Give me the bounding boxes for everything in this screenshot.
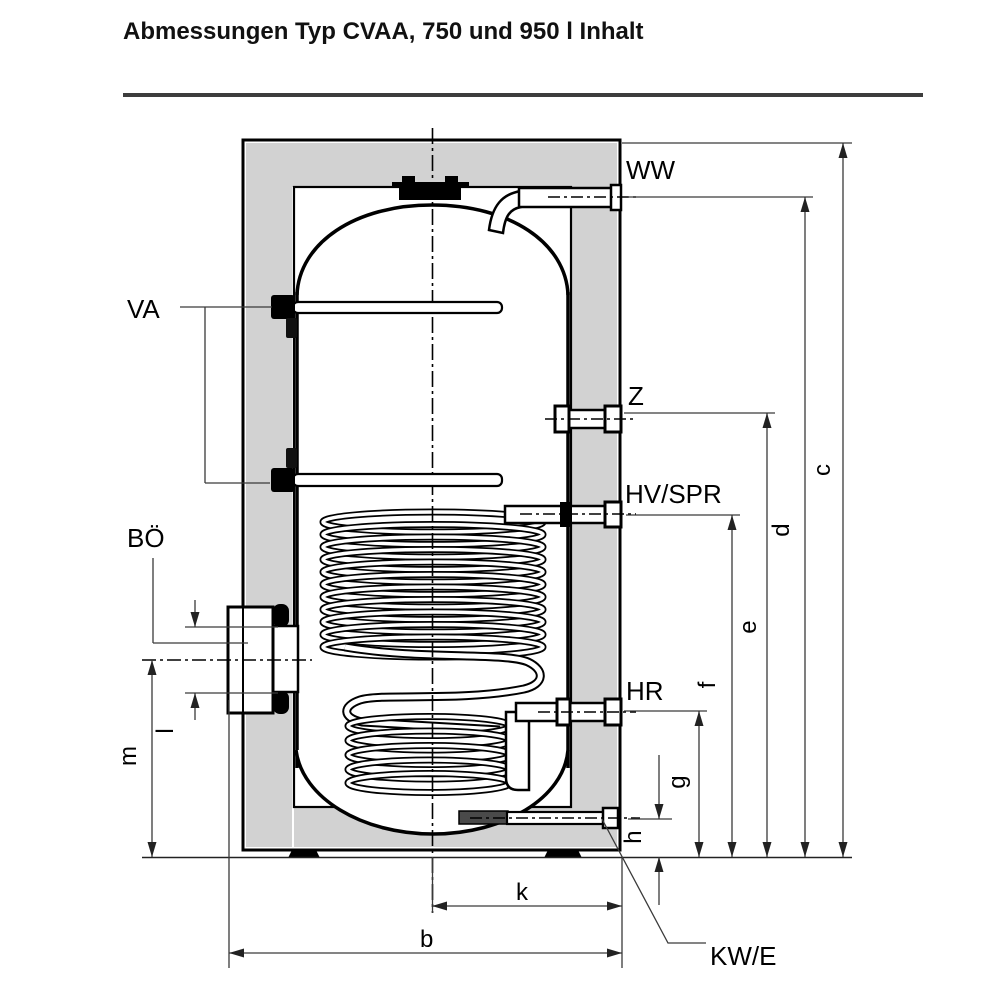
hr-pipe <box>514 697 636 727</box>
connection-labels: WW Z HV/SPR HR KW/E VA BÖ <box>127 155 776 971</box>
kw-e-label: KW/E <box>710 941 776 971</box>
hr-label: HR <box>626 676 664 706</box>
boe-flange <box>142 604 312 715</box>
z-label: Z <box>628 381 644 411</box>
dim-l-label: l <box>152 728 179 733</box>
z-pipe <box>545 404 636 434</box>
ww-pipe <box>487 183 636 235</box>
va-anodes <box>271 295 504 492</box>
page-title: Abmessungen Typ CVAA, 750 und 950 l Inha… <box>123 18 644 45</box>
dim-b-label: b <box>420 926 433 953</box>
hv-spr-pipe <box>503 500 636 529</box>
va-label: VA <box>127 294 160 324</box>
dim-f-label: f <box>694 681 721 688</box>
title-divider <box>123 93 923 97</box>
top-fitting <box>392 176 469 200</box>
dim-d-label: d <box>768 523 795 536</box>
dim-e-label: e <box>735 620 762 633</box>
dim-g-label: g <box>664 775 691 788</box>
kw-e-pipe <box>458 806 640 830</box>
feet-and-baseline <box>142 850 852 859</box>
dim-h-label: h <box>620 830 647 843</box>
dim-k-label: k <box>516 879 529 906</box>
dimension-lines <box>151 142 852 968</box>
boe-label: BÖ <box>127 523 165 553</box>
hv-spr-label: HV/SPR <box>625 479 722 509</box>
coil-riser-pipe <box>504 710 531 792</box>
dim-c-label: c <box>809 464 836 476</box>
dimension-arrowheads <box>147 143 848 958</box>
dim-m-label: m <box>115 746 142 766</box>
dimension-letters: c d e f g h m l k b <box>115 464 836 953</box>
ww-label: WW <box>626 155 676 185</box>
